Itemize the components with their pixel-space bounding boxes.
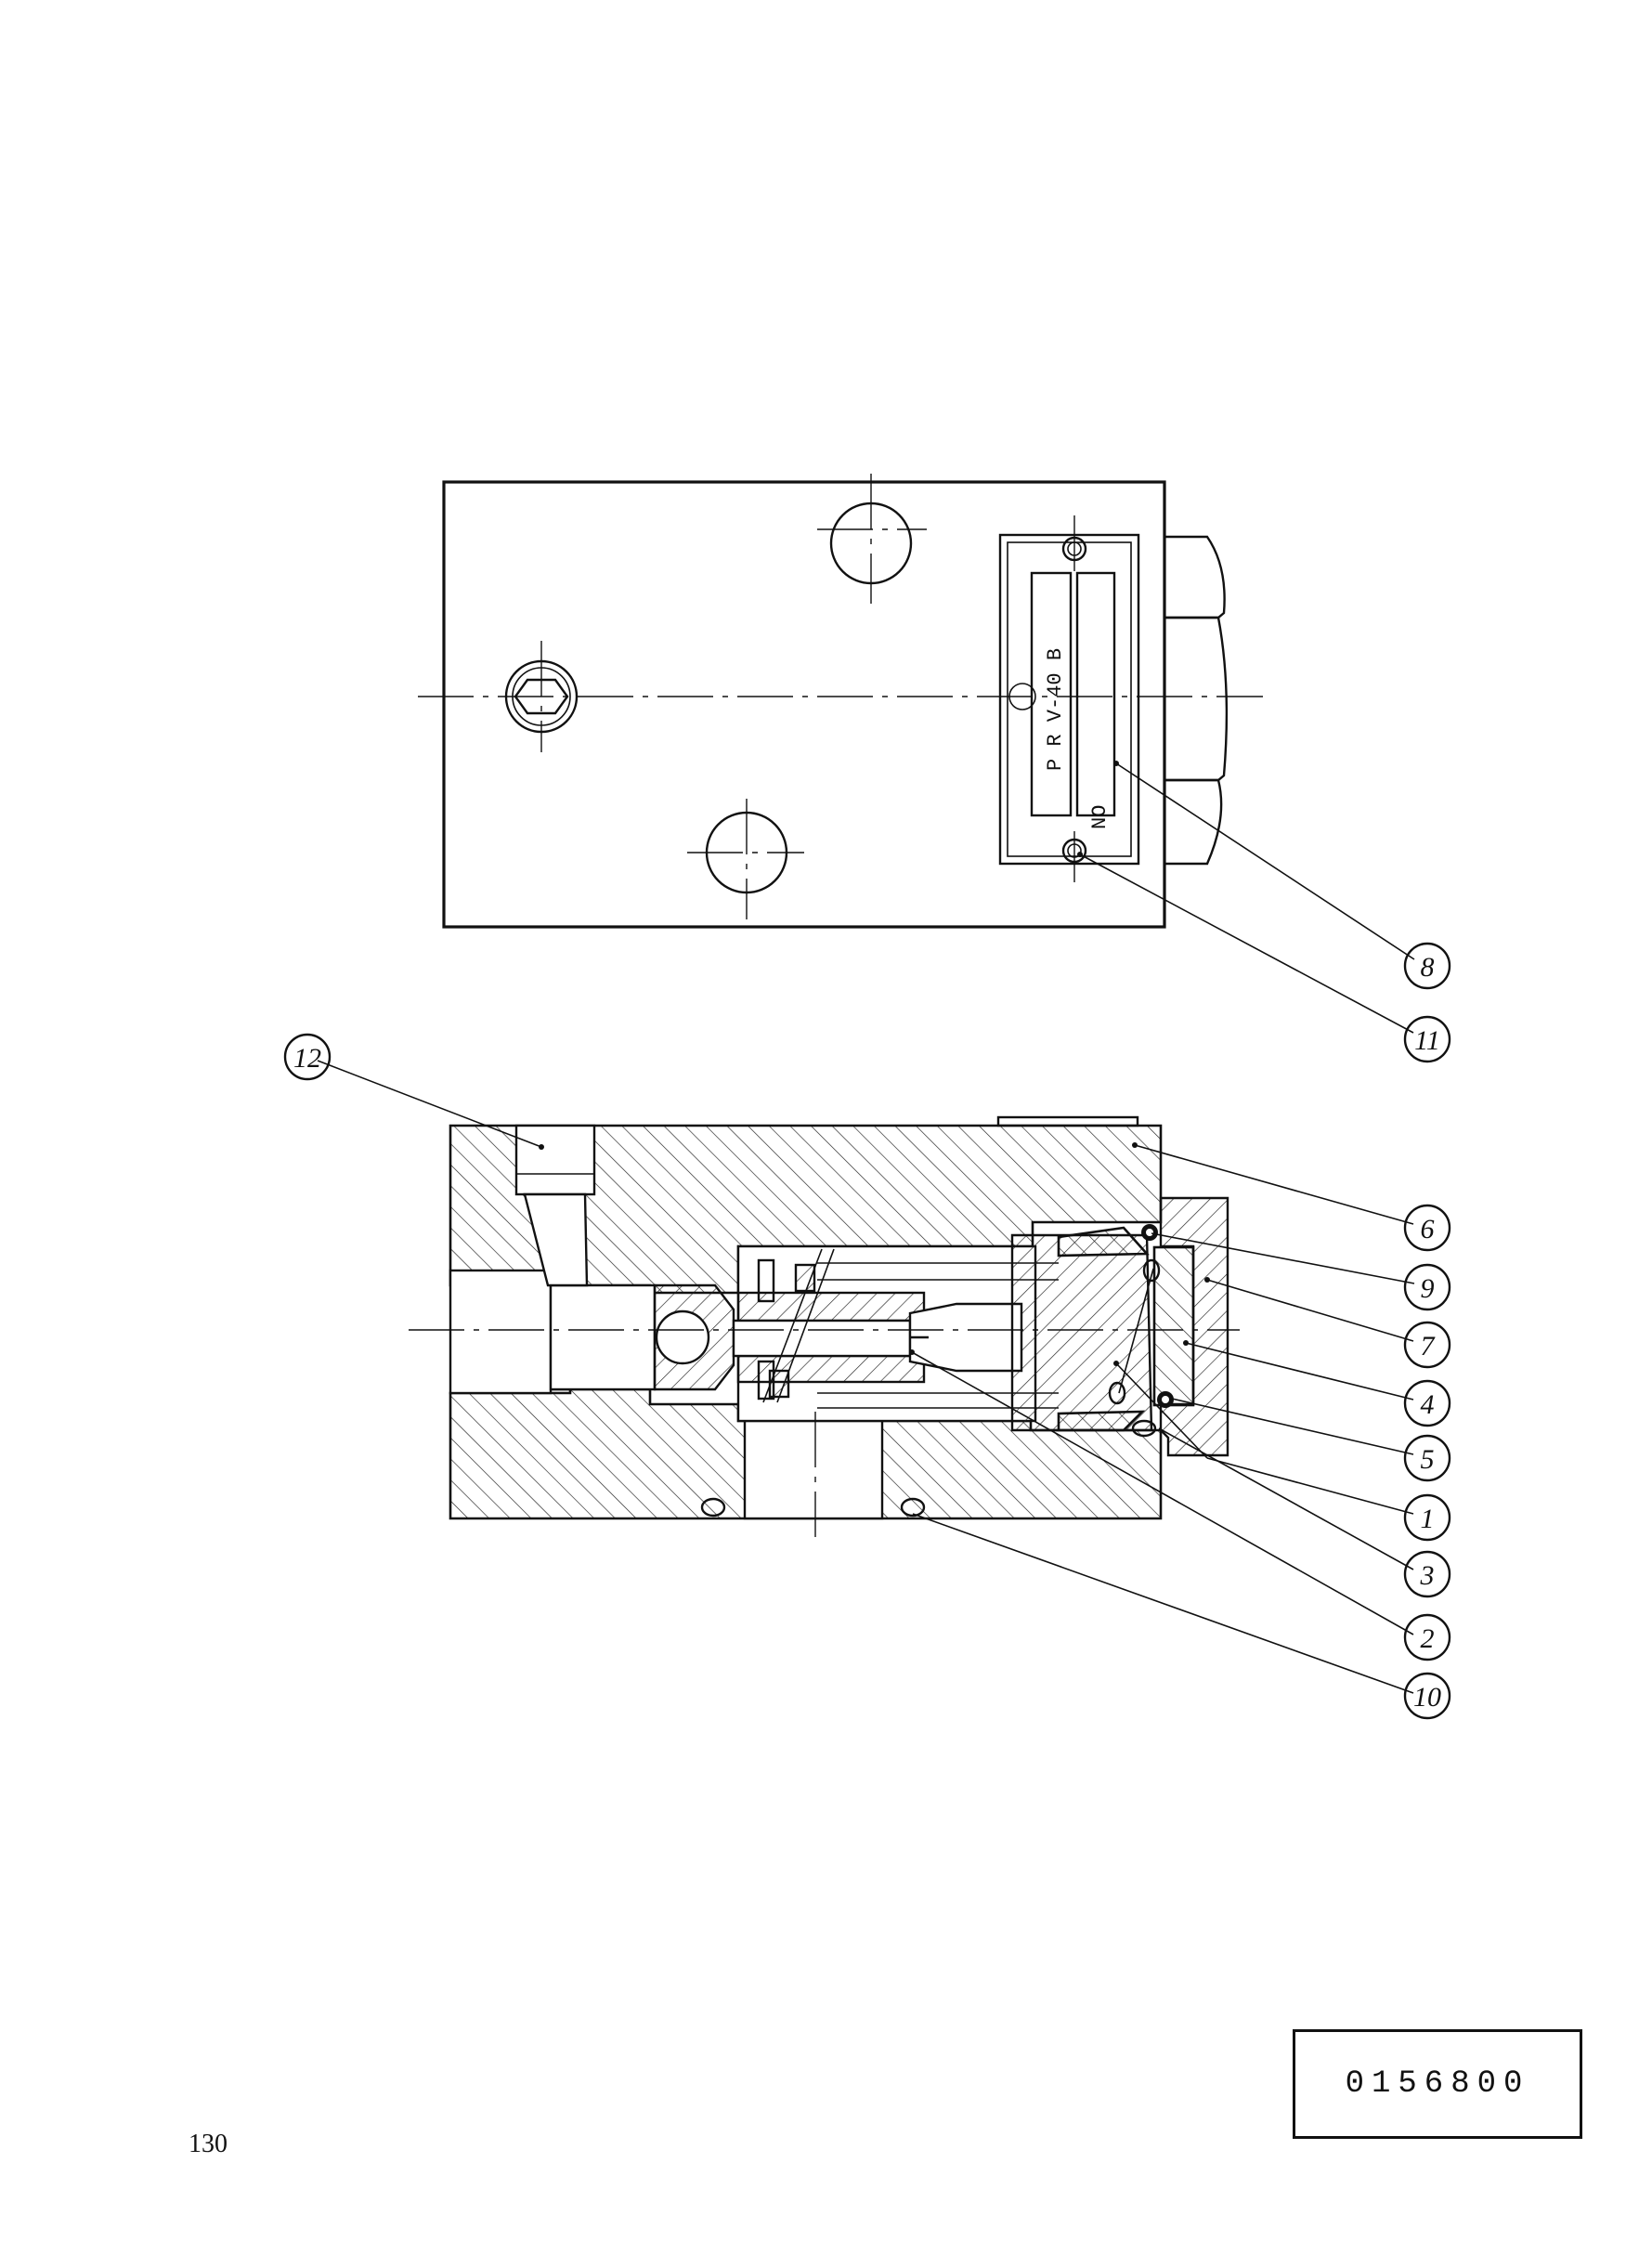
callout-6: 6 bbox=[1403, 1204, 1451, 1252]
section-view bbox=[317, 1060, 1415, 1694]
top-view-body bbox=[442, 480, 1166, 929]
svg-text:9: 9 bbox=[1421, 1273, 1435, 1304]
callout-5: 5 bbox=[1403, 1434, 1451, 1482]
hex-nut bbox=[1164, 535, 1229, 866]
nameplate-model-text: P R V-40 B bbox=[1044, 648, 1067, 771]
callout-4: 4 bbox=[1403, 1379, 1451, 1427]
check-ball bbox=[653, 1283, 735, 1391]
nameplate-number-label: NO bbox=[1088, 805, 1112, 829]
top-view: P R V-40 B NO bbox=[418, 474, 1415, 1034]
svg-text:3: 3 bbox=[1420, 1560, 1435, 1591]
svg-text:7: 7 bbox=[1421, 1331, 1437, 1362]
hex-socket-plug bbox=[504, 659, 579, 734]
svg-text:10: 10 bbox=[1413, 1682, 1441, 1713]
spool-assembly bbox=[732, 1244, 1059, 1423]
page-number: 130 bbox=[189, 2130, 228, 2158]
callout-9: 9 bbox=[1403, 1263, 1451, 1311]
callout-11: 11 bbox=[1403, 1015, 1451, 1063]
end-cap bbox=[1152, 1245, 1195, 1407]
mounting-hole-top bbox=[829, 502, 913, 585]
svg-text:12: 12 bbox=[293, 1043, 321, 1074]
nameplate: P R V-40 B NO bbox=[998, 515, 1140, 882]
cap-assembly bbox=[700, 1196, 1229, 1518]
callout-10: 10 bbox=[1403, 1672, 1451, 1720]
drawing-number-box: 0156800 bbox=[1293, 2029, 1582, 2139]
callout-7: 7 bbox=[1403, 1321, 1451, 1369]
callout-8: 8 bbox=[1403, 942, 1451, 990]
callout-12: 12 bbox=[283, 1033, 332, 1081]
svg-text:8: 8 bbox=[1421, 952, 1435, 983]
callout-2: 2 bbox=[1403, 1613, 1451, 1661]
svg-text:5: 5 bbox=[1421, 1444, 1435, 1475]
callout-3: 3 bbox=[1403, 1550, 1451, 1598]
mounting-hole-bottom bbox=[705, 811, 788, 894]
svg-text:1: 1 bbox=[1421, 1504, 1435, 1534]
svg-text:4: 4 bbox=[1421, 1389, 1435, 1420]
svg-text:2: 2 bbox=[1421, 1623, 1435, 1654]
svg-text:11: 11 bbox=[1414, 1025, 1440, 1056]
drawing-number: 0156800 bbox=[1345, 2066, 1530, 2102]
callout-1: 1 bbox=[1403, 1493, 1451, 1542]
svg-text:6: 6 bbox=[1421, 1214, 1435, 1244]
